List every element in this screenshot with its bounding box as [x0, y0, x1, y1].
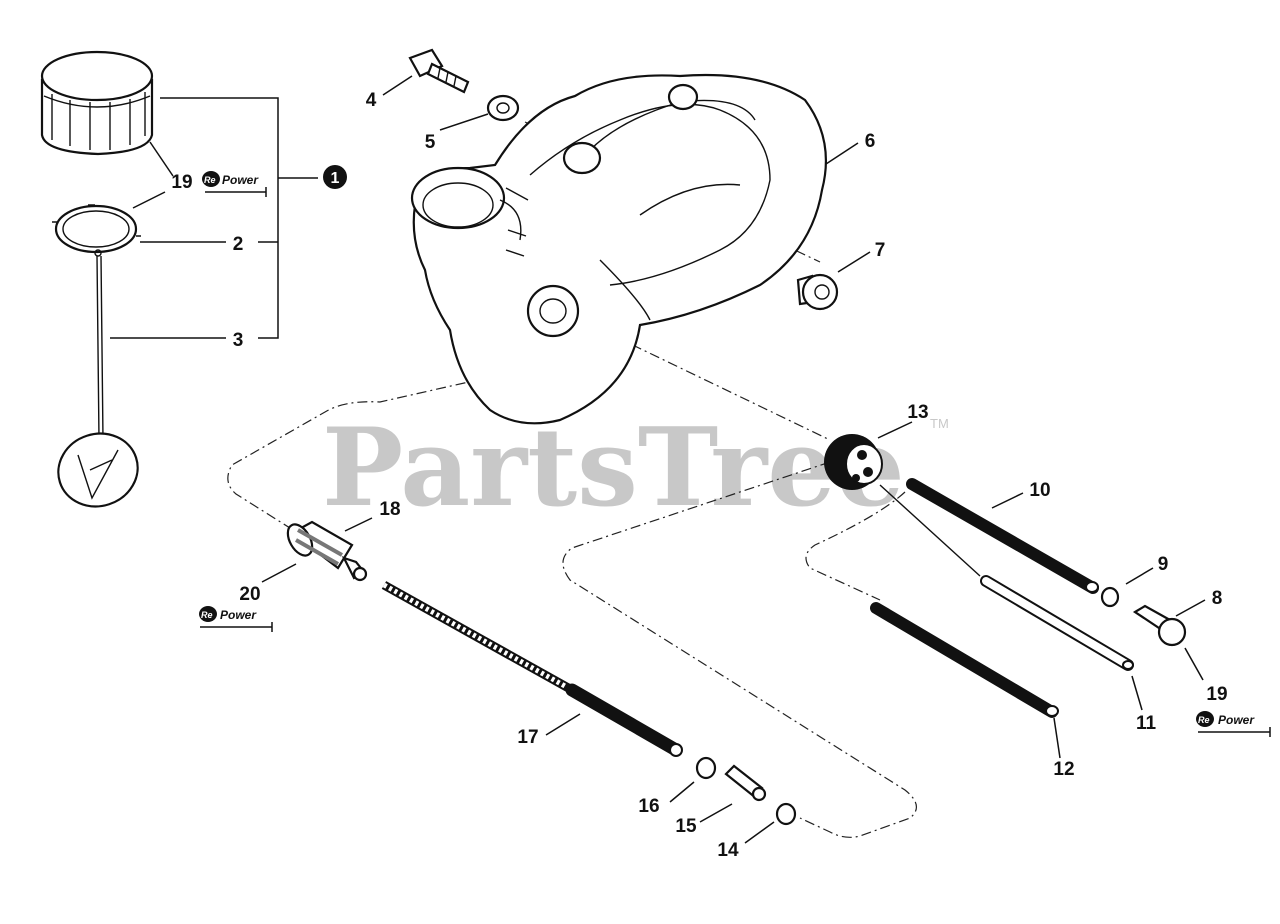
- watermark-text: PartsTree: [322, 405, 905, 531]
- callout-19-top[interactable]: 19: [171, 172, 192, 193]
- callout-20[interactable]: 20: [239, 584, 260, 605]
- callout-16[interactable]: 16: [638, 796, 659, 817]
- callout-numbers: 2 3 4 5 6 7 8 9 10 11 12 13 14 15 16 17 …: [171, 90, 1227, 861]
- o-ring-9: [1100, 586, 1120, 608]
- retainer-ring: [52, 204, 141, 254]
- callout-19-right[interactable]: 19: [1206, 684, 1227, 705]
- callout-13[interactable]: 13: [907, 402, 928, 423]
- callout-6[interactable]: 6: [865, 131, 876, 152]
- tube-11: [879, 484, 1134, 671]
- fitting-15: [724, 764, 767, 802]
- kit-bracket: [110, 97, 318, 339]
- callout-1[interactable]: 1: [323, 165, 347, 189]
- repower-re-text: Re: [1198, 715, 1210, 725]
- callout-17[interactable]: 17: [517, 727, 538, 748]
- leader-lines: [132, 75, 1206, 844]
- callout-8[interactable]: 8: [1212, 588, 1223, 609]
- callout-7[interactable]: 7: [875, 240, 886, 261]
- repower-badge-right: Re Power: [1196, 711, 1271, 737]
- callout-11[interactable]: 11: [1136, 713, 1157, 734]
- grommet: [796, 273, 839, 311]
- callout-2[interactable]: 2: [233, 234, 244, 255]
- watermark: PartsTree TM: [322, 405, 949, 531]
- repower-power-text: Power: [1218, 713, 1255, 727]
- callout-12[interactable]: 12: [1053, 759, 1074, 780]
- callout-14[interactable]: 14: [717, 840, 739, 861]
- fuel-filter: [286, 520, 368, 582]
- tank-grommet: [824, 434, 883, 490]
- repower-power-text: Power: [222, 173, 259, 187]
- callout-18[interactable]: 18: [379, 499, 400, 520]
- o-ring-16: [695, 756, 717, 780]
- repower-badge-top: Re Power: [202, 171, 267, 197]
- callout-1-label: 1: [331, 170, 340, 187]
- fuel-tank: [410, 73, 828, 425]
- callout-5[interactable]: 5: [425, 132, 436, 153]
- callout-9[interactable]: 9: [1158, 554, 1169, 575]
- fuel-line-10: [906, 478, 1099, 594]
- repower-re-text: Re: [201, 610, 213, 620]
- callout-4[interactable]: 4: [366, 90, 377, 111]
- fuel-cap: [40, 50, 154, 156]
- repower-badge-left: Re Power: [199, 606, 273, 632]
- fuel-line-12: [870, 602, 1059, 718]
- repower-re-text: Re: [204, 175, 216, 185]
- callout-3[interactable]: 3: [233, 330, 244, 351]
- callout-15[interactable]: 15: [675, 816, 697, 837]
- bolt: [408, 48, 470, 94]
- o-ring-14: [775, 802, 797, 826]
- washer: [486, 94, 520, 122]
- repower-power-text: Power: [220, 608, 257, 622]
- filter-hose: [381, 581, 683, 757]
- tether-strap: [57, 249, 139, 508]
- watermark-trademark: TM: [930, 416, 949, 431]
- return-fitting: [1132, 604, 1187, 647]
- callout-10[interactable]: 10: [1029, 480, 1050, 501]
